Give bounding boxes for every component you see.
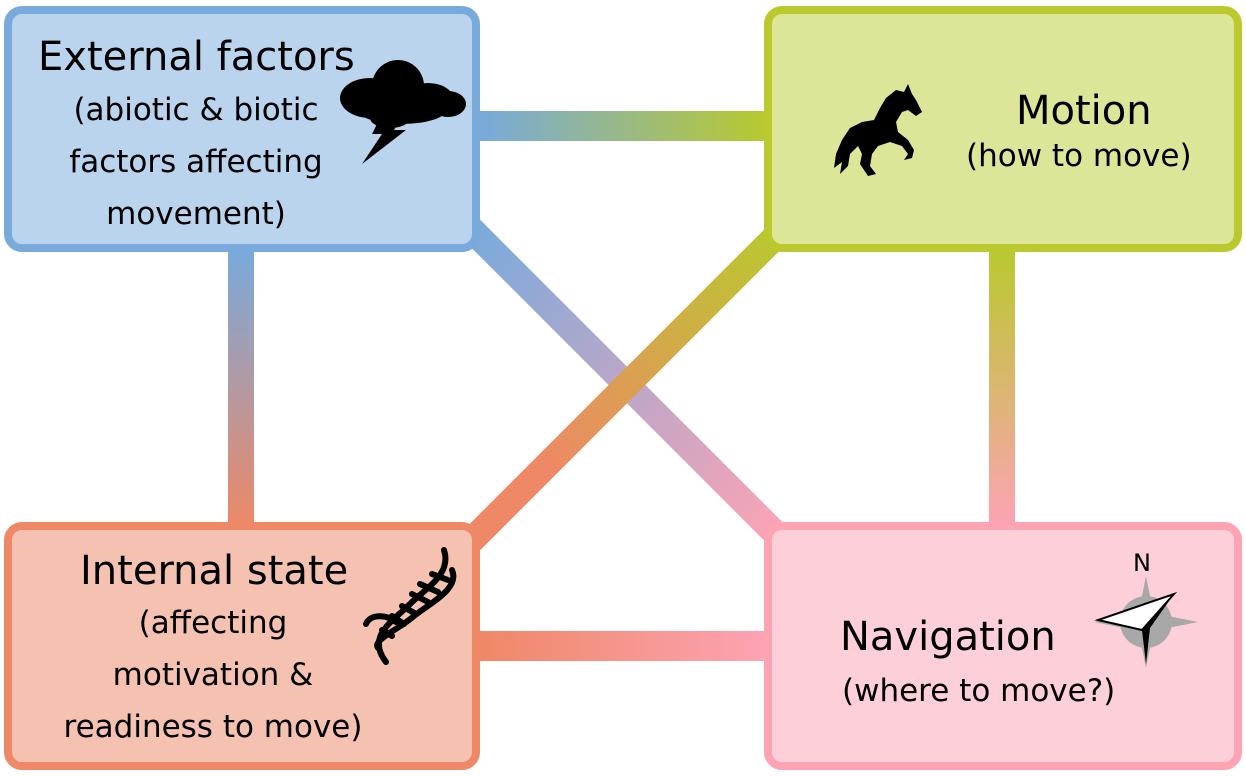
internal-state-line-2: motivation & xyxy=(112,657,314,693)
external-factors-title: External factors xyxy=(38,34,355,80)
internal-state-description: (affecting motivation & readiness to mov… xyxy=(44,597,382,753)
motion-description: (how to move) xyxy=(966,138,1192,174)
external-factors-description: (abiotic & biotic factors affecting move… xyxy=(46,84,346,240)
external-factors-box xyxy=(4,6,480,252)
connector-motion-internal xyxy=(456,222,790,556)
internal-state-title: Internal state xyxy=(80,548,349,594)
external-factors-line-3: movement) xyxy=(106,196,286,232)
navigation-description: (where to move?) xyxy=(842,673,1116,709)
external-factors-line-2: factors affecting xyxy=(69,144,323,180)
compass-icon xyxy=(1094,576,1198,668)
internal-state-box xyxy=(4,522,480,770)
dna-icon xyxy=(363,547,457,665)
motion-title: Motion xyxy=(1016,88,1152,134)
external-factors-line-1: (abiotic & biotic xyxy=(73,92,319,128)
internal-state-line-1: (affecting xyxy=(138,605,288,641)
storm-cloud-icon xyxy=(340,60,466,164)
navigation-box xyxy=(764,522,1242,770)
internal-state-line-3: readiness to move) xyxy=(63,709,363,745)
horse-icon xyxy=(834,84,922,176)
navigation-title: Navigation xyxy=(840,614,1056,660)
motion-box xyxy=(764,6,1242,252)
compass-north-label: N xyxy=(1133,549,1151,577)
